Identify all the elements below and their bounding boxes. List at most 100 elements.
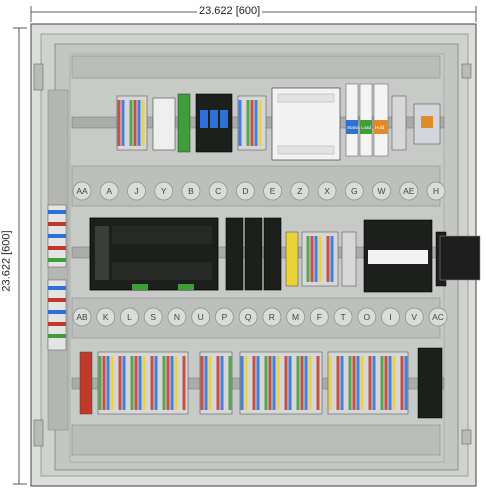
terminal-stripe [308,356,312,410]
label-bubble-text: S [150,312,156,322]
label-bubble: V [404,307,424,327]
label-bubble-text: T [340,312,345,322]
terminal-stripe [208,356,212,410]
label-bubble-circle [404,307,424,327]
terminal-stripe [284,356,288,410]
label-bubble: M [286,307,305,327]
label-bubble-text: H [433,186,439,196]
duct-end-AC [439,235,481,281]
label-bubble: J [127,181,146,201]
label-bubble-circle [99,181,119,201]
label-bubble: W [372,181,391,201]
label-bubble-circle [154,181,174,201]
label-bubble: AA [72,181,92,201]
terminal-stripe [332,356,336,410]
terminal-stripe [268,356,272,410]
terminal-stripes [98,100,408,410]
label-bubble-circle [72,181,92,201]
terminal-stripe [154,356,158,410]
terminal-stripe [258,100,262,146]
terminal-stripe [260,356,264,410]
label-bubble-circle [428,307,448,327]
terminal-block-AB [79,351,93,415]
terminal-stripe [302,236,306,282]
terminal-stripe [117,100,121,146]
terminal-stripe [158,356,162,410]
terminal-stripe [170,356,174,410]
label-bubble: K [96,307,116,327]
terminal-stripe [256,356,260,410]
terminal-stripe [146,356,150,410]
label-bubble-text: U [198,312,204,322]
label-bubble-circle [399,181,419,201]
terminal-stripe [316,356,320,410]
terminal-stripe [246,100,250,146]
terminal-stripe [380,356,384,410]
terminal-stripe [178,356,182,410]
label-bubble-text: G [351,186,358,196]
terminal-stripe [310,236,314,282]
label-bubble-text: C [215,186,221,196]
label-bubble: Q [238,307,258,327]
label-bubble: B [181,181,201,201]
terminal-stripe [242,100,246,146]
terminal-stripe [292,356,296,410]
terminal-stripe [264,356,268,410]
label-bubble-circle [372,181,391,201]
terminal-stripe [150,356,154,410]
latch-bottom-right [461,429,472,445]
left-strip-lower [47,279,67,351]
terminal-block-F [285,231,299,287]
module-text-load: Load [361,125,372,130]
label-bubble-circle [215,307,234,327]
terminal-stripe [384,356,388,410]
terminal-stripe [400,356,404,410]
label-bubble: T [333,307,353,327]
hinges [33,63,472,447]
label-bubble: A [99,181,119,201]
left-terminal-strips [47,204,67,351]
terminal-stripe [137,100,141,146]
terminal-stripe [296,356,300,410]
terminal-block-black [417,347,443,419]
terminal-stripe [166,356,170,410]
terminal-stripe [114,356,118,410]
terminal-stripe [98,356,102,410]
terminal-stripe [200,356,204,410]
label-bubble-circle [263,181,282,201]
io-module-P [225,217,244,291]
label-bubble: E [263,181,282,201]
label-bubble-circle [317,181,337,201]
terminal-stripe [182,356,186,410]
terminal-stripe [129,100,133,146]
label-bubble-circle [286,307,305,327]
terminal-stripe [118,356,122,410]
terminal-stripe [360,356,364,410]
module-texts: Status Load Hold [347,125,385,130]
label-bubble-text: B [188,186,194,196]
terminal-stripe [126,356,130,410]
label-bubble-circle [120,307,139,327]
terminal-stripe [122,356,126,410]
terminal-stripe [300,356,304,410]
label-bubble-circle [238,307,258,327]
label-bubble: AC [428,307,448,327]
terminal-stripe [228,356,232,410]
terminal-stripe [262,100,266,146]
label-bubble-text: M [292,312,299,322]
terminal-stripe [272,356,276,410]
terminal-stripe [238,100,242,146]
terminal-stripe [110,356,114,410]
terminal-stripe [212,356,216,410]
label-bubble: L [120,307,139,327]
label-bubble-text: D [242,186,248,196]
terminal-stripe [220,356,224,410]
label-bubble: H [426,181,446,201]
label-bubble: Y [154,181,174,201]
label-bubble-circle [381,307,400,327]
terminal-stripe [142,356,146,410]
